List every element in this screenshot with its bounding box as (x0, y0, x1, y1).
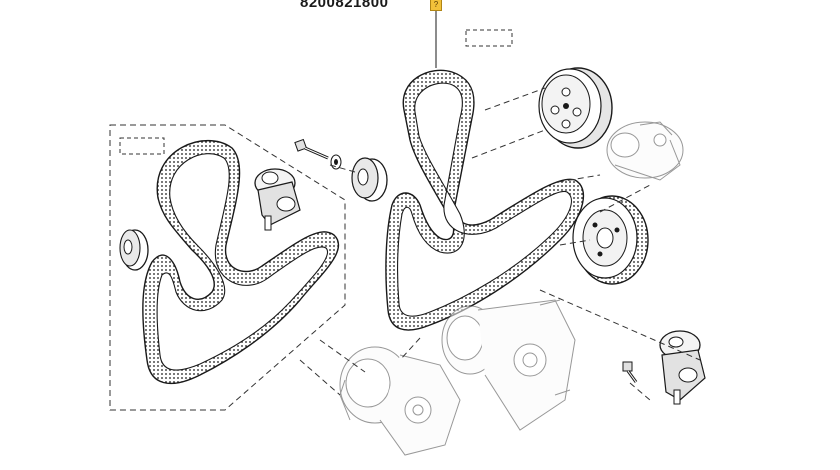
left-idler-pulley (119, 229, 149, 271)
left-label-box (119, 137, 165, 155)
crankshaft-pulley (572, 195, 649, 285)
assembly-lines (299, 87, 701, 401)
right-label-box (465, 29, 513, 47)
alternator (339, 346, 461, 456)
left-tensioner (254, 168, 301, 231)
center-bolt-assembly (294, 138, 342, 170)
right-drive-belt (385, 69, 585, 331)
part-number-label: 8200821800 (300, 0, 389, 11)
left-group-dashed-box (109, 124, 346, 411)
steering-pump-pulley (538, 67, 613, 149)
left-drive-belt (142, 139, 340, 385)
center-idler-pulley (351, 157, 388, 202)
right-tensioner-bolt (622, 361, 638, 383)
right-tensioner (659, 330, 706, 405)
ac-compressor (441, 299, 576, 431)
reference-tag[interactable]: ? (430, 0, 442, 11)
steering-pump (606, 121, 684, 181)
